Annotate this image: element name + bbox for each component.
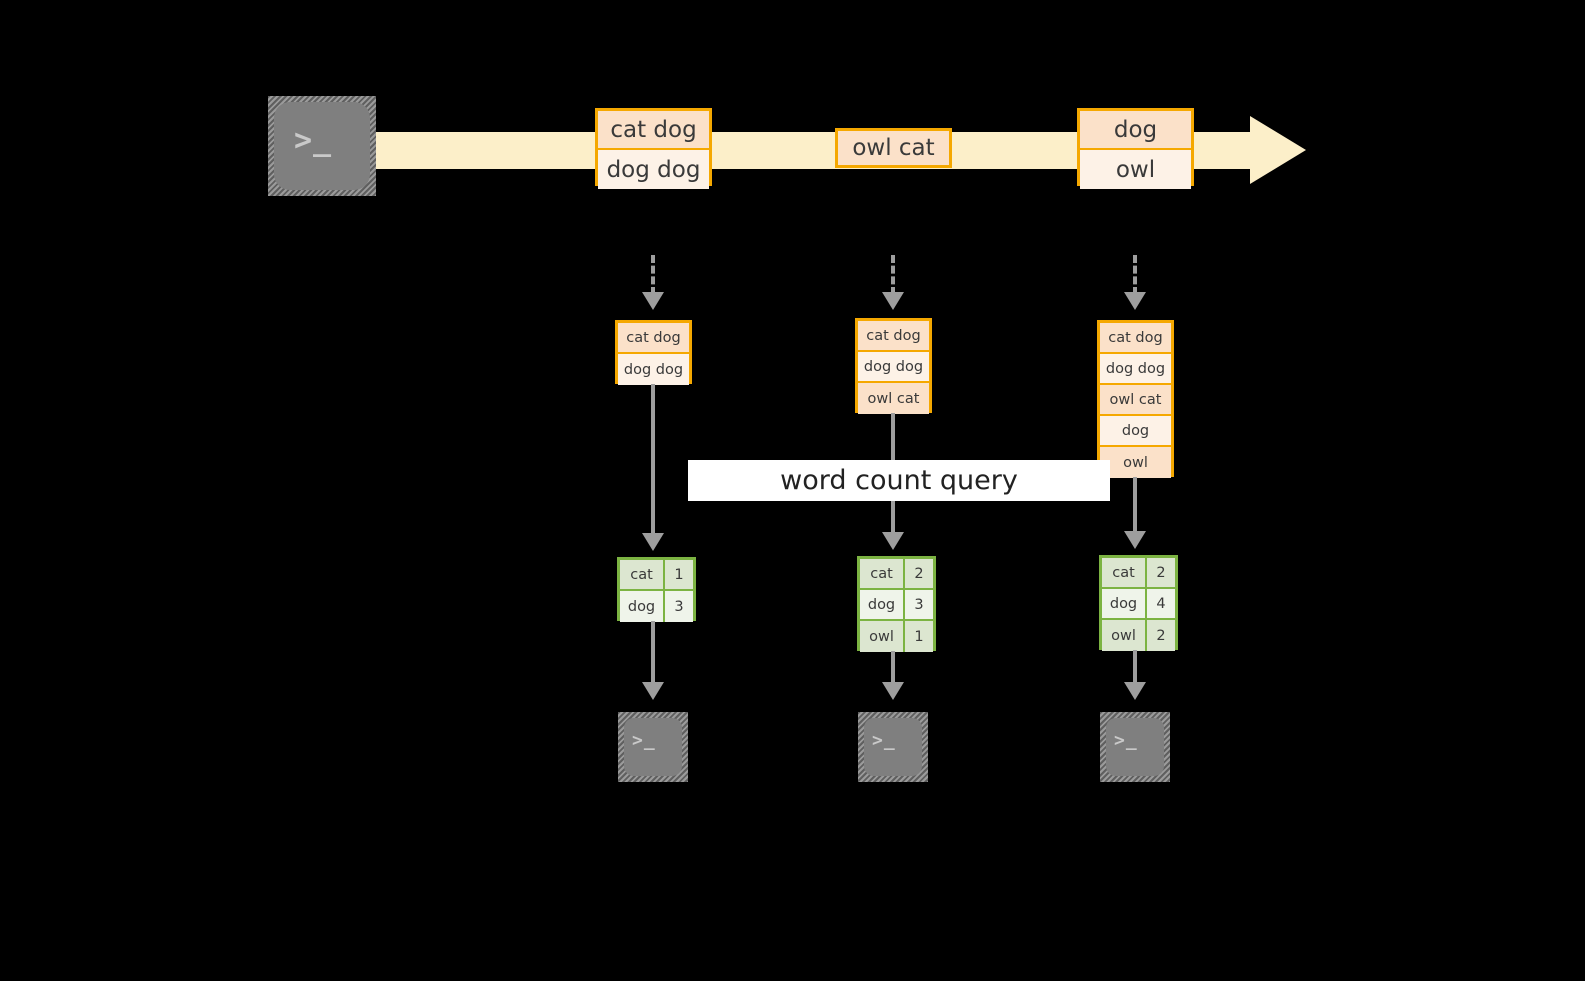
table-row: owl 1 — [860, 621, 933, 652]
result-table-3-word-1: cat — [1102, 558, 1147, 587]
trigger-connector-1 — [651, 255, 655, 295]
terminal-prompt-glyph: >_ — [632, 730, 656, 751]
sink-connector-1 — [651, 621, 655, 683]
terminal-screen — [624, 718, 682, 776]
table-row: cat 1 — [620, 560, 693, 591]
sink-arrowhead-3 — [1124, 682, 1146, 700]
trigger-connector-2 — [891, 255, 895, 295]
input-table-3-row-5: owl — [1100, 447, 1171, 478]
query-arrowhead-3 — [1124, 531, 1146, 549]
input-table-3-row-1: cat dog — [1100, 323, 1171, 354]
result-table-3-word-2: dog — [1102, 589, 1147, 618]
result-table-2-word-1: cat — [860, 559, 905, 588]
result-table-1-word-1: cat — [620, 560, 665, 589]
input-table-2-row-1: cat dog — [858, 321, 929, 352]
input-table-2-row-2: dog dog — [858, 352, 929, 383]
input-table-3-row-4: dog — [1100, 416, 1171, 447]
terminal-prompt-glyph: >_ — [872, 730, 896, 751]
sink-terminal-icon-3: >_ — [1100, 712, 1170, 782]
table-row: cat 2 — [1102, 558, 1175, 589]
stream-batch-1-line-2: dog dog — [598, 150, 709, 189]
table-row: dog 3 — [860, 590, 933, 621]
query-arrowhead-1 — [642, 533, 664, 551]
input-table-2-row-3: owl cat — [858, 383, 929, 414]
source-terminal-icon: >_ — [268, 96, 376, 196]
input-table-1-row-1: cat dog — [618, 323, 689, 354]
arrow-right-icon — [1250, 116, 1306, 184]
stream-batch-3-line-1: dog — [1080, 111, 1191, 150]
input-table-1: cat dog dog dog — [615, 320, 692, 385]
result-table-1-count-2: 3 — [665, 591, 693, 622]
sink-arrowhead-2 — [882, 682, 904, 700]
result-table-3-count-2: 4 — [1147, 589, 1175, 618]
table-row: dog 4 — [1102, 589, 1175, 620]
trigger-arrowhead-1 — [642, 292, 664, 310]
result-table-3-count-3: 2 — [1147, 620, 1175, 651]
query-connector-1 — [651, 384, 655, 534]
result-table-1: cat 1 dog 3 — [617, 557, 696, 622]
result-table-2-count-1: 2 — [905, 559, 933, 588]
input-table-3-row-2: dog dog — [1100, 354, 1171, 385]
sink-connector-3 — [1133, 650, 1137, 683]
stream-batch-1-line-1: cat dog — [598, 111, 709, 150]
trigger-arrowhead-3 — [1124, 292, 1146, 310]
input-table-3-row-3: owl cat — [1100, 385, 1171, 416]
stream-batch-3-line-2: owl — [1080, 150, 1191, 189]
sink-terminal-icon-1: >_ — [618, 712, 688, 782]
input-table-1-row-2: dog dog — [618, 354, 689, 385]
sink-terminal-icon-2: >_ — [858, 712, 928, 782]
result-table-2-word-2: dog — [860, 590, 905, 619]
terminal-screen — [1106, 718, 1164, 776]
terminal-prompt-glyph: >_ — [1114, 730, 1138, 751]
stream-batch-2: owl cat — [835, 128, 952, 168]
table-row: cat 2 — [860, 559, 933, 590]
query-arrowhead-2 — [882, 532, 904, 550]
result-table-3-word-3: owl — [1102, 620, 1147, 651]
input-table-3: cat dog dog dog owl cat dog owl — [1097, 320, 1174, 478]
result-table-3-count-1: 2 — [1147, 558, 1175, 587]
table-row: owl 2 — [1102, 620, 1175, 651]
result-table-1-count-1: 1 — [665, 560, 693, 589]
stream-batch-3: dog owl — [1077, 108, 1194, 189]
terminal-prompt-glyph: >_ — [294, 123, 333, 158]
terminal-screen — [864, 718, 922, 776]
result-table-3: cat 2 dog 4 owl 2 — [1099, 555, 1178, 651]
trigger-connector-3 — [1133, 255, 1137, 295]
sink-arrowhead-1 — [642, 682, 664, 700]
trigger-arrowhead-2 — [882, 292, 904, 310]
sink-connector-2 — [891, 651, 895, 683]
result-table-1-word-2: dog — [620, 591, 665, 622]
stream-batch-2-line-1: owl cat — [838, 131, 949, 165]
result-table-2-word-3: owl — [860, 621, 905, 652]
result-table-2: cat 2 dog 3 owl 1 — [857, 556, 936, 652]
query-connector-3 — [1133, 477, 1137, 532]
table-row: dog 3 — [620, 591, 693, 622]
query-label: word count query — [688, 460, 1110, 501]
terminal-screen — [274, 102, 370, 190]
result-table-2-count-2: 3 — [905, 590, 933, 619]
stream-batch-1: cat dog dog dog — [595, 108, 712, 189]
result-table-2-count-3: 1 — [905, 621, 933, 652]
input-table-2: cat dog dog dog owl cat — [855, 318, 932, 414]
